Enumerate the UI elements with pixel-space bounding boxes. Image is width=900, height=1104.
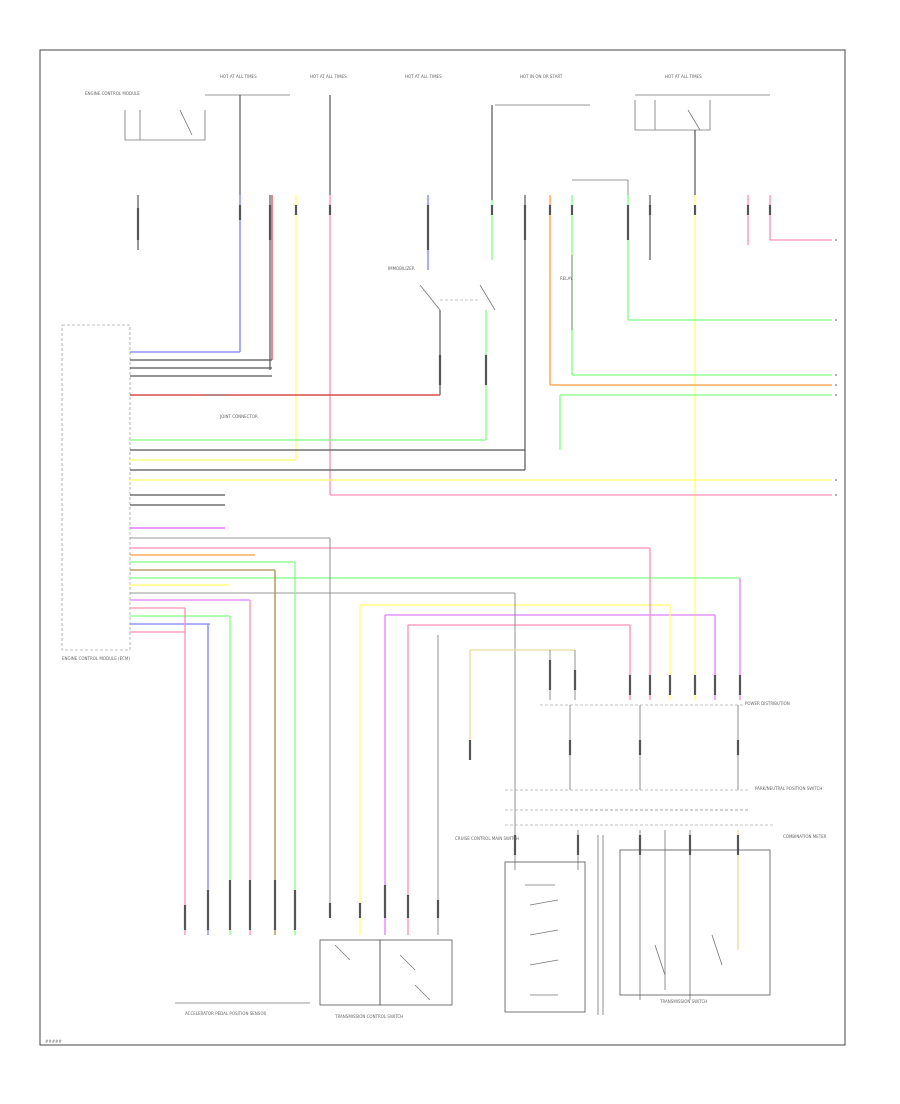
power-label-3: HOT AT ALL TIMES [405, 74, 442, 79]
right-module-label: POWER DISTRIBUTION [745, 701, 790, 706]
lower-vertical-wires [184, 538, 741, 935]
right-edge-terminals [835, 239, 837, 496]
bottom-switch-label: TRANSMISSION CONTROL SWITCH [334, 1014, 403, 1019]
park-neutral-label: PARK/NEUTRAL POSITION SWITCH [755, 786, 822, 791]
ecm-module: ENGINE CONTROL MODULE (ECM) [61, 324, 130, 661]
top-right-relay [634, 100, 711, 131]
cruise-main-label: CRUISE CONTROL MAIN SWITCH [455, 836, 519, 841]
right-lower-module: POWER DISTRIBUTION PARK/NEUTRAL POSITION… [455, 701, 827, 1015]
power-label-2: HOT AT ALL TIMES [310, 74, 347, 79]
page-code: ##### [45, 1039, 62, 1044]
middle-relay: IMMOBILIZER RELAY [388, 255, 573, 440]
bottom-connectors [183, 660, 742, 930]
bottom-sensor: ACCELERATOR PEDAL POSITION SENSOR [175, 1002, 310, 1016]
bottom-sensor-label: ACCELERATOR PEDAL POSITION SENSOR [185, 1011, 266, 1016]
power-label-5: HOT AT ALL TIMES [665, 74, 702, 79]
combination-meter-label: COMBINATION METER [783, 834, 827, 839]
power-label-4: HOT IN ON OR START [520, 74, 563, 79]
joint-connector-label: JOINT CONNECTOR [219, 414, 258, 419]
top-vertical-wires [137, 95, 832, 700]
diagram-frame [39, 49, 846, 1046]
bottom-switch: TRANSMISSION CONTROL SWITCH [319, 939, 453, 1019]
bottom-right-switch-label: TRANSMISSION SWITCH [659, 999, 707, 1004]
left-component-label: ENGINE CONTROL MODULE [85, 91, 140, 96]
top-left-relay: ENGINE CONTROL MODULE [85, 91, 206, 141]
top-connectors [136, 205, 772, 250]
immobilizer-label: IMMOBILIZER [388, 266, 415, 271]
ecm-label: ENGINE CONTROL MODULE (ECM) [62, 656, 130, 661]
power-label-1: HOT AT ALL TIMES [220, 74, 257, 79]
top-power-sources: HOT AT ALL TIMES HOT AT ALL TIMES HOT AT… [205, 74, 770, 106]
ecm-horizontal-wires: JOINT CONNECTOR [130, 319, 832, 633]
right-lower-switches [525, 884, 723, 996]
relay-label: RELAY [560, 276, 573, 281]
